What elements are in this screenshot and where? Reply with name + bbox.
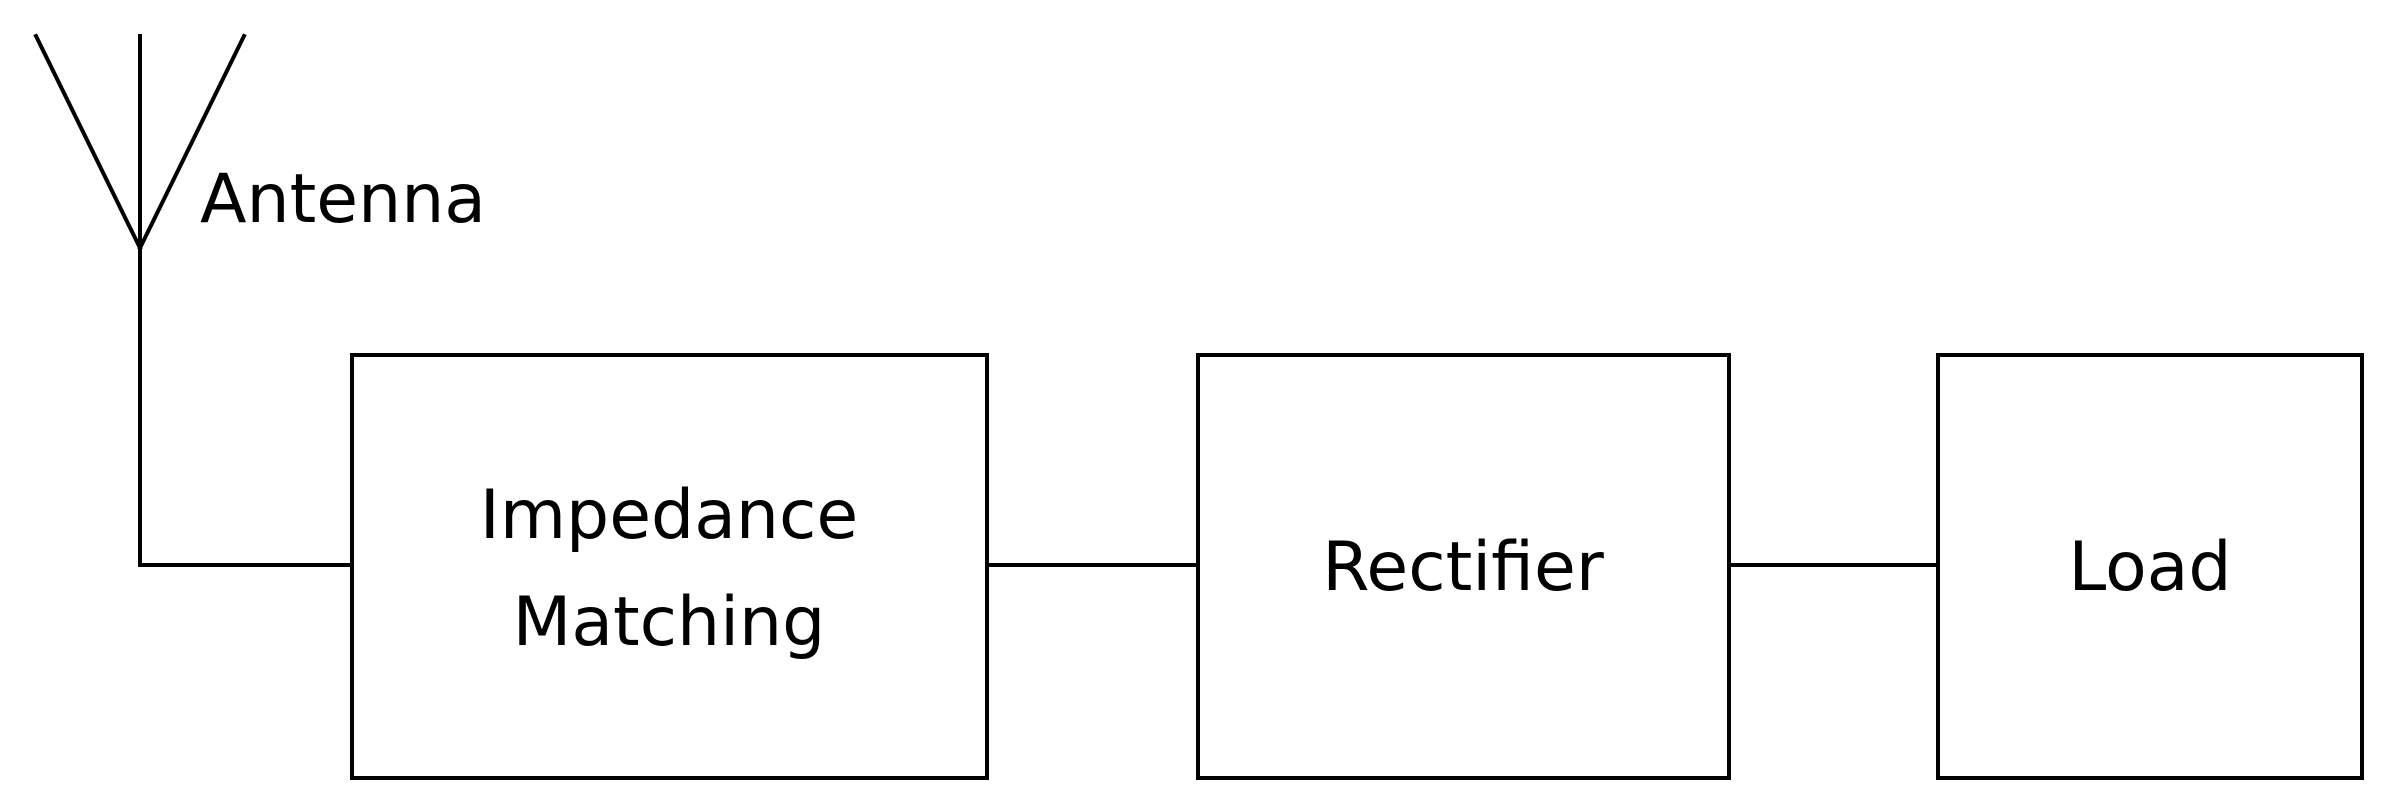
impedance-matching-label-line1: Impedance <box>480 476 858 555</box>
rectifier-label: Rectifier <box>1322 528 1604 607</box>
impedance-matching-label-line2: Matching <box>513 583 826 662</box>
antenna-feed-line <box>138 246 354 567</box>
antenna-label: Antenna <box>200 160 486 239</box>
impedance-matching-box <box>350 353 989 780</box>
antenna-right-arm <box>137 33 247 251</box>
antenna-left-arm <box>33 33 143 251</box>
rectifier-box <box>1196 353 1731 780</box>
impedance-matching-block: Impedance Matching <box>350 353 989 780</box>
load-label: Load <box>2068 528 2231 607</box>
antenna-icon <box>33 33 247 251</box>
rectifier-block: Rectifier <box>1196 353 1731 780</box>
load-block: Load <box>1936 353 2364 780</box>
load-box <box>1936 353 2364 780</box>
